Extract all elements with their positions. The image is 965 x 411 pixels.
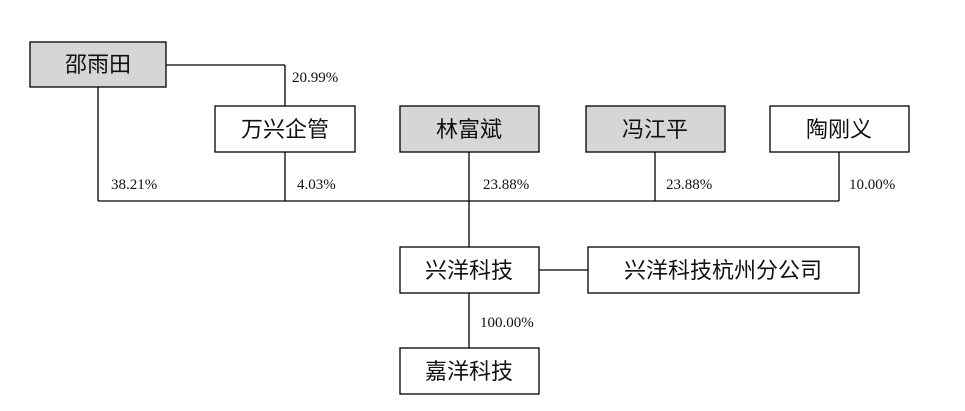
node-lin-fubin: 林富斌: [399, 105, 540, 153]
node-label: 邵雨田: [65, 53, 131, 78]
node-tao-gangyi: 陶刚义: [769, 105, 910, 153]
stake-shao-to-xingyang: 38.21%: [111, 177, 157, 193]
node-xingyang: 兴洋科技: [399, 246, 540, 294]
node-label: 万兴企管: [241, 118, 329, 143]
node-label: 兴洋科技: [425, 259, 513, 284]
stake-wanxing-to-xingyang: 4.03%: [297, 177, 336, 193]
node-label: 陶刚义: [806, 118, 872, 143]
stake-feng-to-xingyang: 23.88%: [666, 177, 712, 193]
node-hangzhou-branch: 兴洋科技杭州分公司: [587, 246, 860, 294]
connector-lines: [97, 64, 840, 348]
stake-labels: 20.99% 38.21% 4.03% 23.88% 23.88% 10.00%…: [111, 70, 895, 331]
node-jiayang: 嘉洋科技: [399, 347, 540, 395]
node-label: 兴洋科技杭州分公司: [624, 259, 822, 284]
node-label: 林富斌: [436, 118, 502, 143]
stake-shao-to-wanxing: 20.99%: [292, 70, 338, 86]
node-label: 冯江平: [622, 118, 688, 143]
node-feng-jiangping: 冯江平: [585, 105, 726, 153]
node-label: 嘉洋科技: [425, 360, 513, 385]
node-wanxing: 万兴企管: [214, 105, 356, 153]
node-shao-yutian: 邵雨田: [29, 41, 167, 88]
stake-xingyang-to-jiayang: 100.00%: [480, 315, 534, 331]
stake-tao-to-xingyang: 10.00%: [849, 177, 895, 193]
stake-lin-to-xingyang: 23.88%: [483, 177, 529, 193]
